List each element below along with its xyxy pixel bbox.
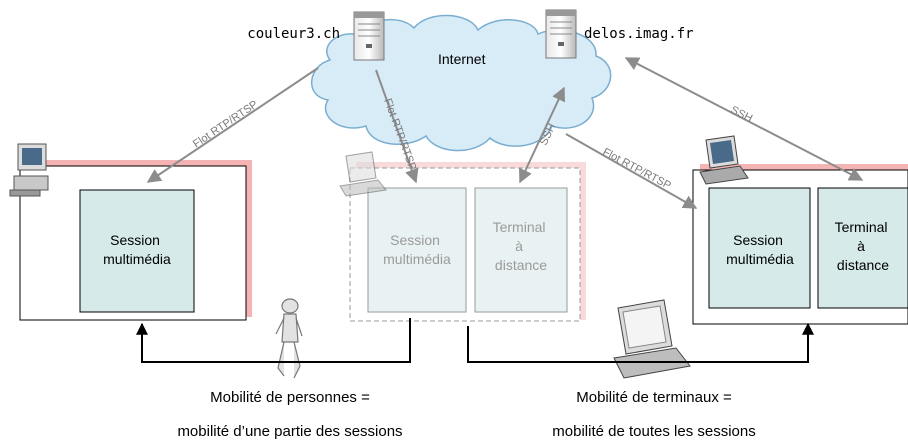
- arrow-flot-left: [146, 67, 319, 183]
- desktop-computer-icon: [9, 143, 49, 197]
- laptop-icon: [613, 299, 691, 379]
- session-label-left: Session multimédia: [103, 232, 171, 267]
- terminal-label-right: Terminal à distance: [835, 219, 892, 273]
- server-right-name: delos.imag.fr: [584, 26, 694, 42]
- server-left-name: couleur3.ch: [247, 26, 340, 42]
- caption-persons-line1: Mobilité de personnes =: [210, 389, 370, 406]
- session-box-middle: [367, 187, 467, 313]
- arrow-terminal-mobility: [467, 322, 814, 363]
- caption-persons-line2: mobilité d’une partie des sessions: [177, 423, 402, 440]
- screen-right: Session multimédia Terminal à distance: [692, 135, 908, 325]
- terminal-box-right: [817, 187, 908, 309]
- caption-terminals-line2: mobilité de toutes les sessions: [552, 423, 755, 440]
- laptop-icon: [339, 151, 387, 197]
- walking-person-icon: [275, 298, 303, 379]
- screen-left: Session multimédia: [9, 143, 252, 321]
- terminal-box-middle: [474, 187, 568, 313]
- arrow-person-mobility: [136, 318, 411, 363]
- server-tower-icon: [353, 11, 385, 61]
- laptop-icon: [699, 135, 749, 185]
- terminal-label-middle: Terminal à distance: [493, 219, 550, 273]
- server-left: couleur3.ch: [247, 11, 385, 61]
- flow-arrows: [146, 57, 864, 209]
- caption-terminals-line1: Mobilité de terminaux =: [576, 389, 732, 406]
- session-box-right: [708, 187, 811, 309]
- label-flot-right: Flot RTP/RTSP: [601, 146, 673, 192]
- session-label-middle: Session multimédia: [383, 232, 451, 267]
- server-right: delos.imag.fr: [545, 9, 694, 59]
- arrow-flot-mid: [375, 69, 419, 184]
- mobility-arrows: [136, 318, 814, 363]
- server-tower-icon: [545, 9, 577, 59]
- label-flot-left: Flot RTP/RTSP: [191, 98, 260, 150]
- cloud-label: Internet: [438, 51, 486, 67]
- session-box-left: [79, 189, 195, 313]
- captions: Mobilité de personnes = mobilité d’une p…: [177, 389, 755, 440]
- arrow-ssh-mid: [519, 86, 565, 184]
- arrow-ssh-right: [624, 57, 864, 181]
- session-label-right: Session multimédia: [726, 232, 794, 267]
- screen-middle: Session multimédia Terminal à distance: [339, 151, 586, 322]
